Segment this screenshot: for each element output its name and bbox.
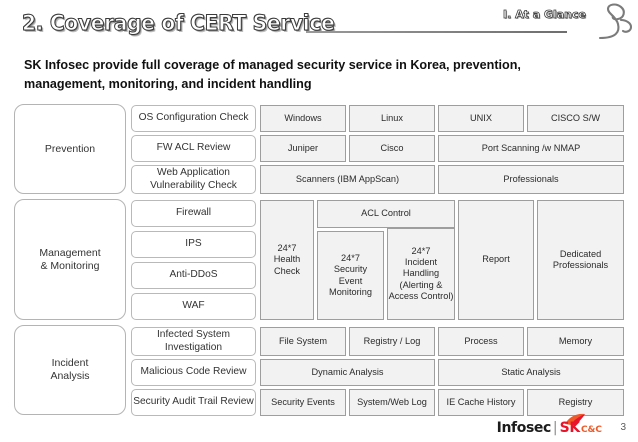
detail-box-label: Dynamic Analysis <box>311 366 384 377</box>
detail-box-linux: Linux <box>349 105 435 132</box>
detail-box-health-check: 24*7 Health Check <box>260 200 314 320</box>
category-box-label: Management & Monitoring <box>39 246 101 272</box>
detail-box-label: Professionals <box>503 173 559 184</box>
detail-box-incident-handling: 24*7 Incident Handling (Alerting & Acces… <box>387 228 455 320</box>
detail-box-label: Scanners (IBM AppScan) <box>295 173 400 184</box>
detail-box-label: Port Scanning /w NMAP <box>481 142 581 153</box>
service-box-security-audit-trail-review: Security Audit Trail Review <box>131 389 256 416</box>
logo-infosec-text: Infosec <box>496 420 552 436</box>
service-box-malicious-code-review: Malicious Code Review <box>131 359 256 386</box>
service-box-label: Anti-DDoS <box>169 269 218 281</box>
detail-box-dynamic-analysis: Dynamic Analysis <box>260 359 435 386</box>
detail-box-label: ACL Control <box>361 208 411 219</box>
detail-box-professionals: Professionals <box>438 165 624 194</box>
brand-logo: Infosec | SK C&C <box>497 420 602 436</box>
service-box-infected-system-investigation: Infected System Investigation <box>131 327 256 356</box>
logo-separator: | <box>552 420 558 436</box>
detail-box-cisco: Cisco <box>349 135 435 162</box>
detail-box-dedicated-professionals: Dedicated Professionals <box>537 200 624 320</box>
category-box-label: Incident Analysis <box>50 357 90 382</box>
category-box-incident-analysis: Incident Analysis <box>14 325 126 415</box>
service-box-web-application-vulnerability-check: Web Application Vulnerability Check <box>131 165 256 194</box>
detail-box-label: CISCO S/W <box>550 112 600 123</box>
service-box-label: FW ACL Review <box>156 142 231 154</box>
slide-footer: Infosec | SK C&C 3 <box>0 408 638 442</box>
page-title: 2. Coverage of CERT Service <box>22 11 336 36</box>
detail-box-label: Memory <box>558 335 593 346</box>
header-divider <box>306 31 567 33</box>
detail-box-label: Registry <box>558 396 593 407</box>
ribbon-curl-icon <box>598 3 633 40</box>
detail-box-label: IE Cache History <box>446 396 516 407</box>
detail-box-label: Juniper <box>287 142 319 153</box>
logo-cc-text: C&C <box>580 425 602 435</box>
detail-box-label: 24*7 Security Event Monitoring <box>329 253 372 297</box>
detail-box-static-analysis: Static Analysis <box>438 359 624 386</box>
detail-box-ie-cache-history: IE Cache History <box>438 389 524 416</box>
detail-box-memory: Memory <box>527 327 624 356</box>
detail-box-label: System/Web Log <box>357 396 427 407</box>
service-box-fw-acl-review: FW ACL Review <box>131 135 256 162</box>
detail-box-label: Windows <box>284 112 322 123</box>
detail-box-port-scanning-nmap: Port Scanning /w NMAP <box>438 135 624 162</box>
detail-box-file-system: File System <box>260 327 346 356</box>
detail-box-report: Report <box>458 200 534 320</box>
detail-box-label: Registry / Log <box>363 335 421 346</box>
service-box-label: WAF <box>182 300 205 312</box>
category-box-label: Prevention <box>44 142 96 155</box>
service-box-label: Security Audit Trail Review <box>133 396 254 408</box>
category-box-prevention: Prevention <box>14 104 126 194</box>
page-number: 3 <box>620 422 626 433</box>
category-box-management-monitoring: Management & Monitoring <box>14 199 126 320</box>
service-box-label: OS Configuration Check <box>138 112 249 124</box>
detail-box-security-event-monitoring: 24*7 Security Event Monitoring <box>317 231 384 320</box>
detail-box-security-events: Security Events <box>260 389 346 416</box>
detail-box-label: Static Analysis <box>501 366 561 377</box>
detail-box-label: Security Events <box>271 396 335 407</box>
section-tag: I. At a Glance <box>503 8 587 22</box>
service-box-label: Web Application Vulnerability Check <box>150 167 237 191</box>
detail-box-label: UNIX <box>470 112 492 123</box>
service-box-anti-ddos: Anti-DDoS <box>131 262 256 289</box>
service-box-ips: IPS <box>131 231 256 258</box>
detail-box-label: 24*7 Health Check <box>273 243 301 276</box>
detail-box-label: Cisco <box>380 142 404 153</box>
detail-box-registry-log: Registry / Log <box>349 327 435 356</box>
detail-box-windows: Windows <box>260 105 346 132</box>
page-subtitle: SK Infosec provide full coverage of mana… <box>24 58 521 91</box>
service-box-firewall: Firewall <box>131 200 256 227</box>
logo-sk-text: SK <box>559 420 581 436</box>
service-box-waf: WAF <box>131 293 256 320</box>
detail-box-cisco-sw: CISCO S/W <box>527 105 624 132</box>
slide-header: 2. Coverage of CERT Service I. At a Glan… <box>0 0 638 46</box>
detail-box-label: Linux <box>381 112 403 123</box>
detail-box-system-web-log: System/Web Log <box>349 389 435 416</box>
detail-box-juniper: Juniper <box>260 135 346 162</box>
detail-box-process: Process <box>438 327 524 356</box>
detail-box-scanners-ibm-appscan: Scanners (IBM AppScan) <box>260 165 435 194</box>
service-box-label: Infected System Investigation <box>156 329 231 353</box>
detail-box-label: 24*7 Incident Handling (Alerting & Acces… <box>388 245 454 301</box>
detail-box-acl-control: ACL Control <box>317 200 455 228</box>
detail-box-label: Report <box>482 254 510 265</box>
service-box-label: IPS <box>185 238 202 250</box>
detail-box-registry: Registry <box>527 389 624 416</box>
detail-box-unix: UNIX <box>438 105 524 132</box>
service-box-label: Firewall <box>175 207 212 219</box>
detail-box-label: File System <box>279 335 327 346</box>
sk-swoosh-icon <box>565 413 585 425</box>
detail-box-label: Process <box>464 335 498 346</box>
service-box-label: Malicious Code Review <box>140 366 247 378</box>
service-box-os-configuration-check: OS Configuration Check <box>131 105 256 132</box>
detail-box-label: Dedicated Professionals <box>552 248 609 270</box>
